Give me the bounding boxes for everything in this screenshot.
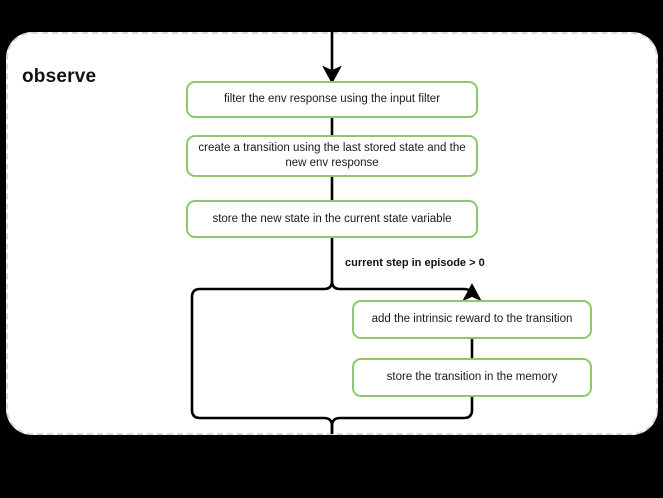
node-add-intrinsic-reward[interactable]: add the intrinsic reward to the transiti… — [352, 300, 592, 339]
node-filter-env-response[interactable]: filter the env response using the input … — [186, 81, 478, 118]
node-create-transition[interactable]: create a transition using the last store… — [186, 135, 478, 177]
connector-branch-to-intrinsic — [330, 280, 482, 302]
connector-store-transition-to-merge — [330, 397, 474, 434]
node-store-transition[interactable]: store the transition in the memory — [352, 358, 592, 397]
page-title: observe — [22, 66, 97, 87]
node-store-new-state[interactable]: store the new state in the current state… — [186, 200, 478, 238]
connector-bypass — [190, 280, 334, 434]
edge-label-branch-condition: current step in episode > 0 — [345, 257, 485, 269]
